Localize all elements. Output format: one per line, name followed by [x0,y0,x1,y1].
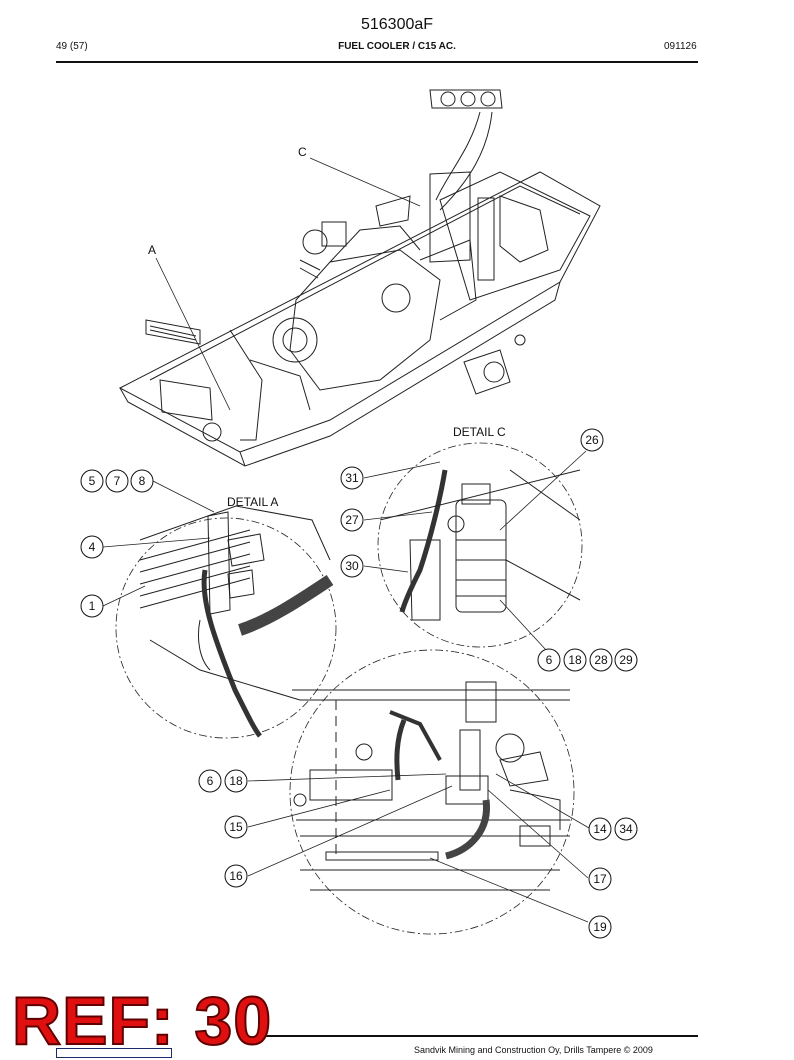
callout-8: 8 [139,474,146,488]
callout-18-detail-c: 18 [568,653,582,667]
page-title: FUEL COOLER / C15 AC. [338,41,456,52]
machine-overview-drawing [118,89,601,467]
detail-c-drawing [379,469,581,621]
callout-16: 16 [229,869,243,883]
callout-18-detail-b: 18 [229,774,243,788]
detail-a-circle [115,517,337,739]
detail-b-drawing [292,681,570,891]
callout-15: 15 [229,820,243,834]
callout-26: 26 [585,433,599,447]
detail-a-drawing [139,505,334,738]
callout-4: 4 [89,540,96,554]
detail-c-circle [377,442,583,648]
detail-b-circle [289,649,575,935]
detail-a-title: DETAIL A [227,495,278,509]
detail-c-title: DETAIL C [453,425,506,439]
copyright-text: Sandvik Mining and Construction Oy, Dril… [414,1045,653,1055]
page-number: 49 (57) [56,41,88,52]
footer-rule [262,1035,698,1037]
callout-5: 5 [89,474,96,488]
callout-31: 31 [345,471,359,485]
document-id: 516300aF [360,16,434,33]
reference-stamp: REF: 30 [11,982,273,1060]
overview-label-a: A [148,243,156,257]
callout-1: 1 [89,599,96,613]
callout-7: 7 [114,474,121,488]
callout-leaders [102,450,590,923]
callout-29: 29 [619,653,633,667]
date-code: 091126 [664,41,697,52]
callout-14: 14 [593,822,607,836]
callout-17: 17 [593,872,607,886]
callout-34: 34 [619,822,633,836]
callout-6-detail-c: 6 [546,653,553,667]
overview-label-c: C [298,145,307,159]
callout-30: 30 [345,559,359,573]
callout-28: 28 [594,653,608,667]
callout-27: 27 [345,513,359,527]
callout-19: 19 [593,920,607,934]
header-rule [56,61,698,63]
callout-6-detail-b: 6 [207,774,214,788]
